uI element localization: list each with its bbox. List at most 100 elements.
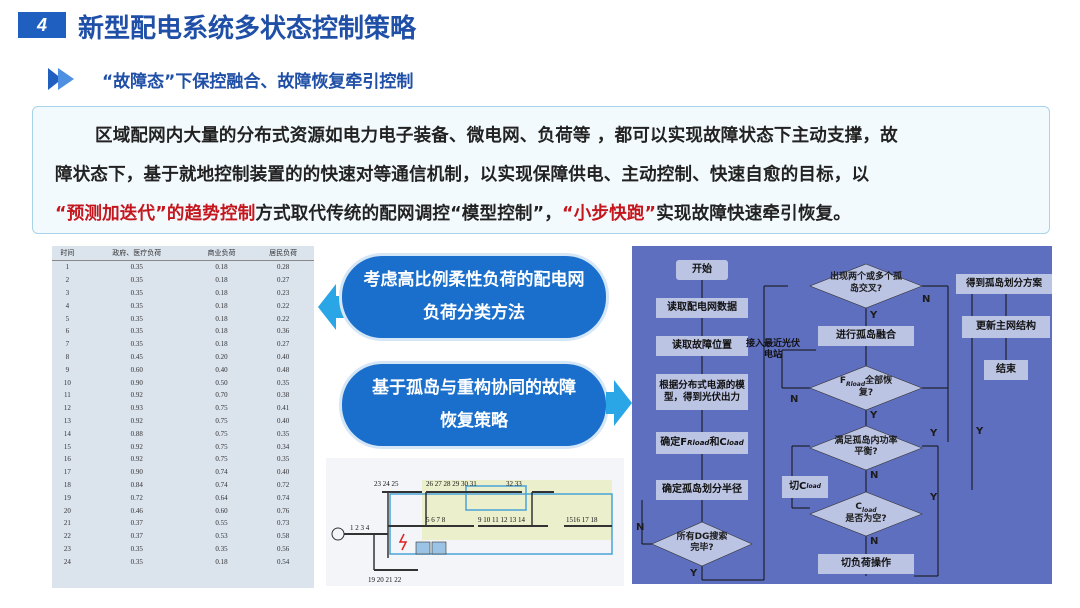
flow-read-fault: 读取故障位置 [656, 336, 748, 356]
flow-label-y-5: Y [690, 568, 698, 579]
flow-get-plan: 得到孤岛划分方案 [956, 274, 1052, 294]
intro-line-1: 区域配网内大量的分布式资源如电力电子装备、微电网、负荷等 ，都可以实现故障状态下… [95, 126, 898, 146]
table-cell: 0.20 [215, 352, 228, 361]
table-cell: 0.54 [277, 557, 290, 566]
network-bottom-nodes: 19 20 21 22 [368, 576, 402, 584]
table-cell: 0.18 [215, 314, 228, 323]
header-bar: 4 新型配电系统多状态控制策略 [0, 0, 1080, 52]
table-cell: 18 [63, 480, 71, 489]
page-title: 新型配电系统多状态控制策略 [78, 14, 417, 44]
flow-label-y-4: Y [930, 492, 938, 503]
table-cell: 0.76 [277, 506, 290, 515]
table-cell: 0.74 [215, 468, 228, 477]
flowchart-connectors [641, 263, 1007, 581]
network-diagram: 23 24 25 26 27 28 29 30 31 32 33 5 6 7 8… [326, 458, 624, 586]
table-cell: 8 [65, 352, 70, 361]
network-main-nodes: 5 6 7 8 [426, 516, 446, 524]
table-cell: 17 [63, 468, 71, 477]
table-cell: 0.45 [130, 352, 143, 361]
table-cell: 0.27 [277, 276, 290, 285]
table-cell: 0.75 [215, 404, 228, 413]
table-cell: 0.18 [215, 340, 228, 349]
table-cell: 0.92 [130, 455, 143, 464]
table-cell: 12 [63, 404, 71, 413]
intro-textbox: 区域配网内大量的分布式资源如电力电子装备、微电网、负荷等 ，都可以实现故障状态下… [32, 106, 1050, 234]
table-cell: 0.41 [277, 404, 290, 413]
flow-end: 结束 [984, 360, 1028, 380]
table-cell: 24 [63, 557, 71, 566]
table-cell: 0.72 [277, 480, 290, 489]
flow-merge: 进行孤岛融合 [818, 326, 914, 346]
table-cell: 0.35 [130, 314, 143, 323]
table-header-cell: 时间 [52, 246, 83, 261]
flow-model: 根据分布式电源的模型，得到光伏出力 [656, 374, 748, 410]
table-cell: 0.60 [130, 365, 143, 374]
table-cell: 2 [65, 276, 70, 285]
callout-1-line-2: 负荷分类方法 [423, 303, 525, 323]
table-cell: 0.88 [130, 429, 143, 438]
table-cell: 6 [65, 327, 70, 336]
table-cell: 0.35 [130, 327, 143, 336]
table-cell: 0.35 [215, 544, 228, 553]
table-cell: 9 [65, 365, 70, 374]
flow-cut-load: 切负荷操作 [818, 554, 914, 574]
table-cell: 10 [63, 378, 71, 387]
table-cell: 19 [63, 493, 71, 502]
table-cell: 22 [63, 532, 71, 541]
table-cell: 20 [63, 506, 71, 515]
table-cell: 1 [65, 263, 70, 272]
flow-label-n-3: N [870, 470, 879, 481]
network-left-nodes: 1 2 3 4 [350, 524, 370, 532]
table-cell: 0.90 [130, 378, 143, 387]
flow-start: 开始 [676, 260, 728, 280]
network-main-nodes-3: 1516 17 18 [566, 516, 598, 524]
flow-label-y-3: Y [930, 428, 938, 439]
table-cell: 0.35 [277, 455, 290, 464]
callout-2-line-1: 基于孤岛与重构协同的故障 [372, 378, 576, 398]
table-cell: 0.18 [215, 276, 228, 285]
table-cell: 0.50 [215, 378, 228, 387]
table-cell: 0.58 [277, 532, 290, 541]
intro-line-3: “预测加迭代”的趋势控制方式取代传统的配网调控“模型控制”，“小步快跑”实现故障… [55, 204, 851, 224]
table-cell: 0.35 [130, 263, 143, 272]
network-main-nodes-2: 9 10 11 12 13 14 [478, 516, 525, 524]
table-cell: 0.55 [215, 519, 228, 528]
table-cell: 0.38 [277, 391, 290, 400]
cload-decision-shape [809, 491, 923, 537]
table-cell: 0.75 [215, 442, 228, 451]
table-cell: 0.75 [215, 429, 228, 438]
flow-cross-question: 出现两个或多个孤岛交叉? [830, 272, 903, 294]
flow-balance-question: 满足孤岛内功率平衡? [834, 436, 898, 458]
table-cell: 0.48 [277, 365, 290, 374]
right-arrow-icon [606, 380, 632, 426]
subheading-text: “故障态”下保控融合、故障恢复牵引控制 [102, 72, 414, 92]
flow-frload-question: FRload全部恢复? [839, 376, 893, 398]
network-svg: 23 24 25 26 27 28 29 30 31 32 33 5 6 7 8… [331, 480, 613, 584]
left-arrow-icon [318, 284, 344, 330]
table-cell: 23 [63, 544, 71, 553]
table-cell: 0.73 [277, 519, 290, 528]
table-cell: 0.93 [130, 404, 143, 413]
callout-2-line-2: 恢复策略 [440, 411, 508, 431]
table-header-cell: 商业负荷 [190, 246, 253, 261]
intro-line-2: 障状态下，基于就地控制装置的的快速对等通信机制，以实现保障供电、主动控制、快速自… [55, 165, 870, 185]
table-cell: 0.53 [215, 532, 228, 541]
table-cell: 15 [63, 442, 71, 451]
table-cell: 0.56 [277, 544, 290, 553]
table-cell: 0.40 [277, 468, 290, 477]
table-cell: 0.74 [277, 493, 290, 502]
flow-read-data: 读取配电网数据 [656, 298, 748, 318]
table-cell: 0.23 [277, 288, 290, 297]
